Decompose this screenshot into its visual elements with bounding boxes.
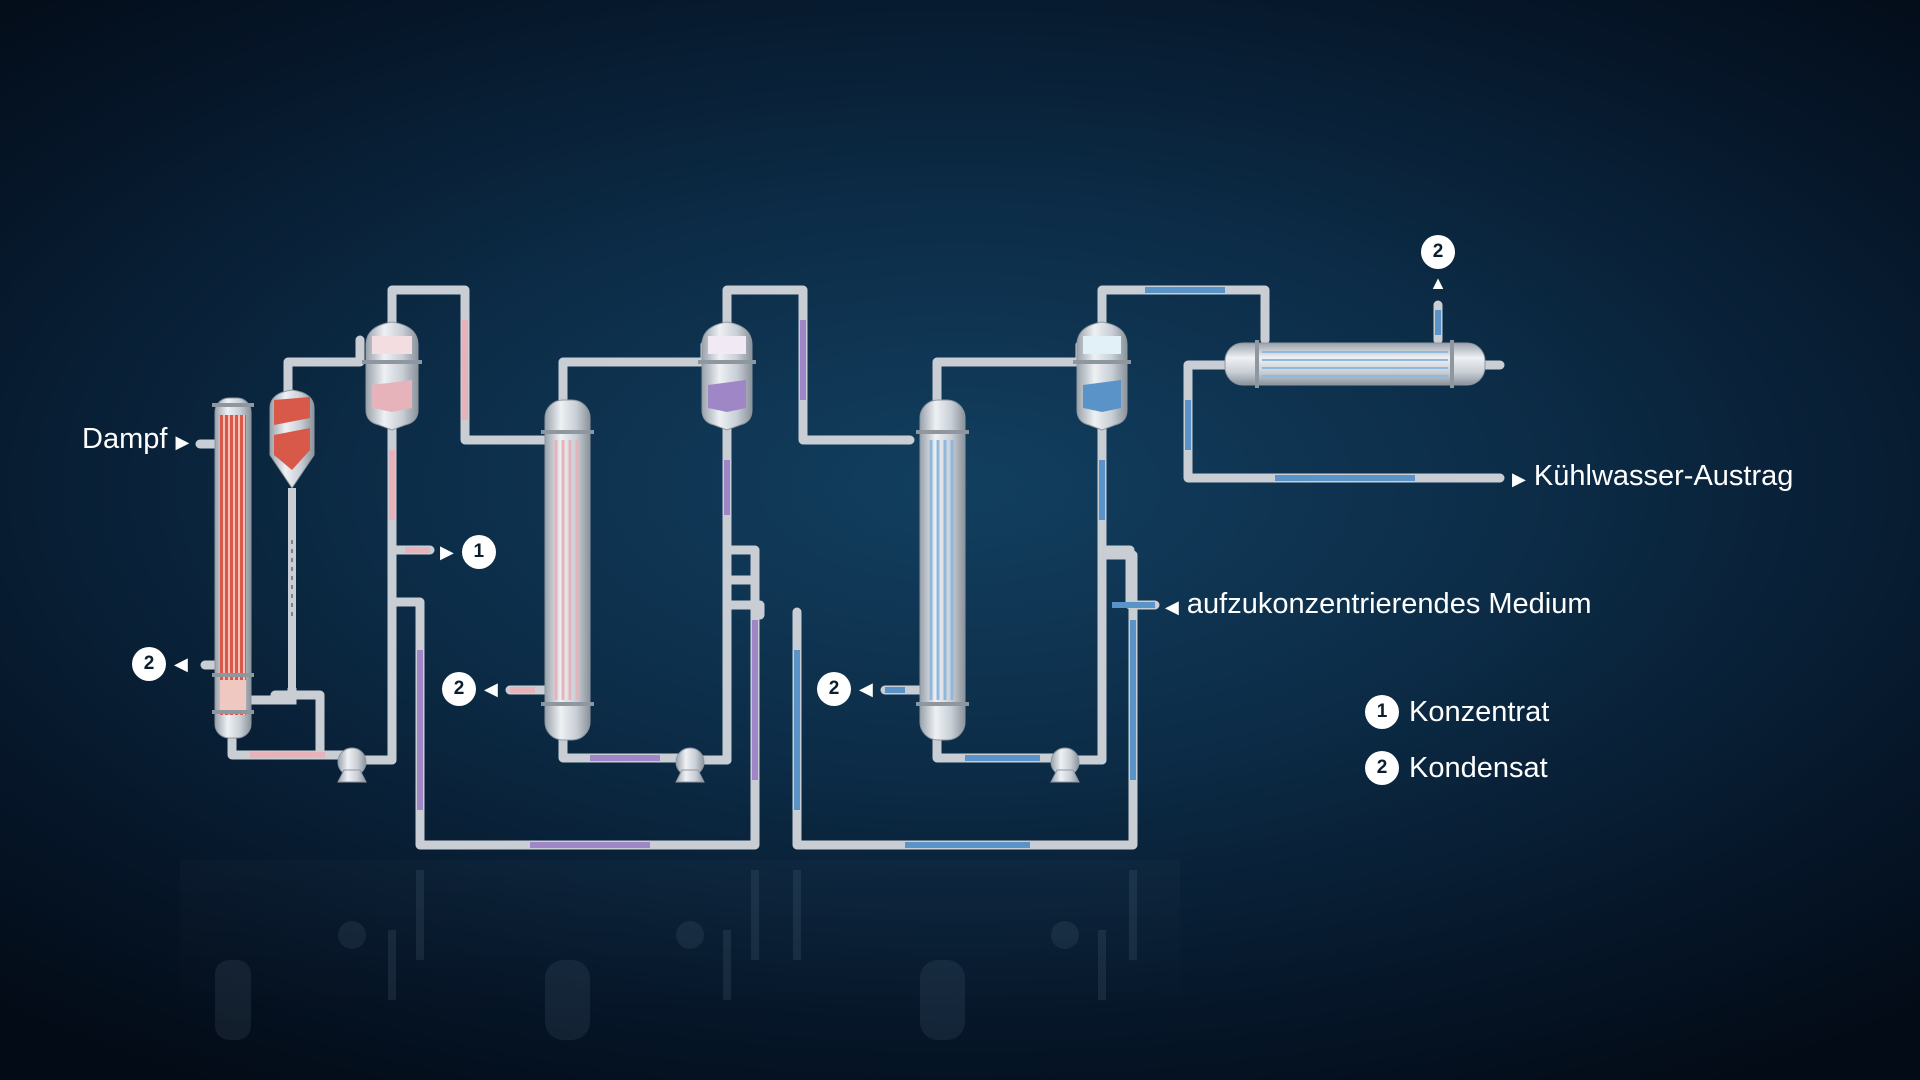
arrow-left-icon: ◀ xyxy=(174,653,188,674)
condensate-outlet-marker-1: 2 ◀ xyxy=(132,647,188,681)
concentrate-outlet-marker: ▶ 1 xyxy=(440,535,496,569)
badge-concentrate: 1 xyxy=(461,535,496,569)
pipe-vapor-3 xyxy=(932,340,1085,405)
condensate-outlet-marker-4: 2 ▲ xyxy=(1421,235,1455,294)
legend-badge: 1 xyxy=(1365,695,1399,729)
arrow-right-icon: ▶ xyxy=(440,541,454,562)
pump-3 xyxy=(1050,747,1080,783)
condensate-outlet-marker-3: 2 ◀ xyxy=(817,672,873,706)
floor-reflection xyxy=(180,860,1180,1040)
pipe-loop-1 xyxy=(387,285,550,445)
feed-inlet-text: aufzukonzentrierendes Medium xyxy=(1186,588,1592,620)
cooling-water-out-text: Kühlwasser-Austrag xyxy=(1533,460,1794,492)
pipe-sep3-top xyxy=(1097,285,1270,345)
feed-inlet-label: ◀ aufzukonzentrierendes Medium xyxy=(1165,590,1592,619)
badge-condensate-1: 2 xyxy=(132,647,166,681)
arrow-left-icon: ◀ xyxy=(484,678,498,699)
pipe-vapor-1 xyxy=(283,335,365,400)
legend-badge: 2 xyxy=(1365,751,1399,785)
badge-condensate-4: 2 xyxy=(1421,235,1455,269)
pumps xyxy=(337,747,1080,783)
pump-2 xyxy=(675,747,705,783)
condenser xyxy=(1224,340,1486,388)
evaporator-1 xyxy=(212,397,254,739)
pipe-to-loop2 xyxy=(722,600,765,620)
cooling-water-out-label: ▶ Kühlwasser-Austrag xyxy=(1512,462,1793,491)
separator-2 xyxy=(698,321,756,431)
condensate-outlet-marker-2: 2 ◀ xyxy=(442,672,498,706)
steam-inlet-text: Dampf xyxy=(82,423,168,455)
legend-item-concentrate: 1 Konzentrat xyxy=(1365,695,1549,729)
legend-item-condensate: 2 Kondensat xyxy=(1365,751,1548,785)
steam-inlet-label: Dampf ▶ xyxy=(82,425,189,454)
separator-1b xyxy=(362,321,422,431)
evaporator-2 xyxy=(541,399,594,741)
arrow-up-icon: ▲ xyxy=(1429,273,1447,293)
separator-3 xyxy=(1073,321,1131,431)
pipe-loop2-lower xyxy=(725,545,760,585)
evaporator-3 xyxy=(916,399,969,741)
arrow-left-icon: ◀ xyxy=(1165,597,1179,617)
badge-condensate-2: 2 xyxy=(442,672,476,706)
pump-1 xyxy=(337,747,367,783)
arrow-left-icon: ◀ xyxy=(859,678,873,699)
legend-text: Konzentrat xyxy=(1409,695,1550,728)
pipe-loop-2 xyxy=(722,285,915,445)
pipe-vapor-2 xyxy=(558,340,710,405)
colored-segments xyxy=(250,287,1441,848)
legend-text: Kondensat xyxy=(1409,751,1548,784)
arrow-right-icon: ▶ xyxy=(1512,469,1526,489)
separator-1 xyxy=(260,389,315,705)
arrow-right-icon: ▶ xyxy=(175,432,190,452)
badge-condensate-3: 2 xyxy=(817,672,851,706)
